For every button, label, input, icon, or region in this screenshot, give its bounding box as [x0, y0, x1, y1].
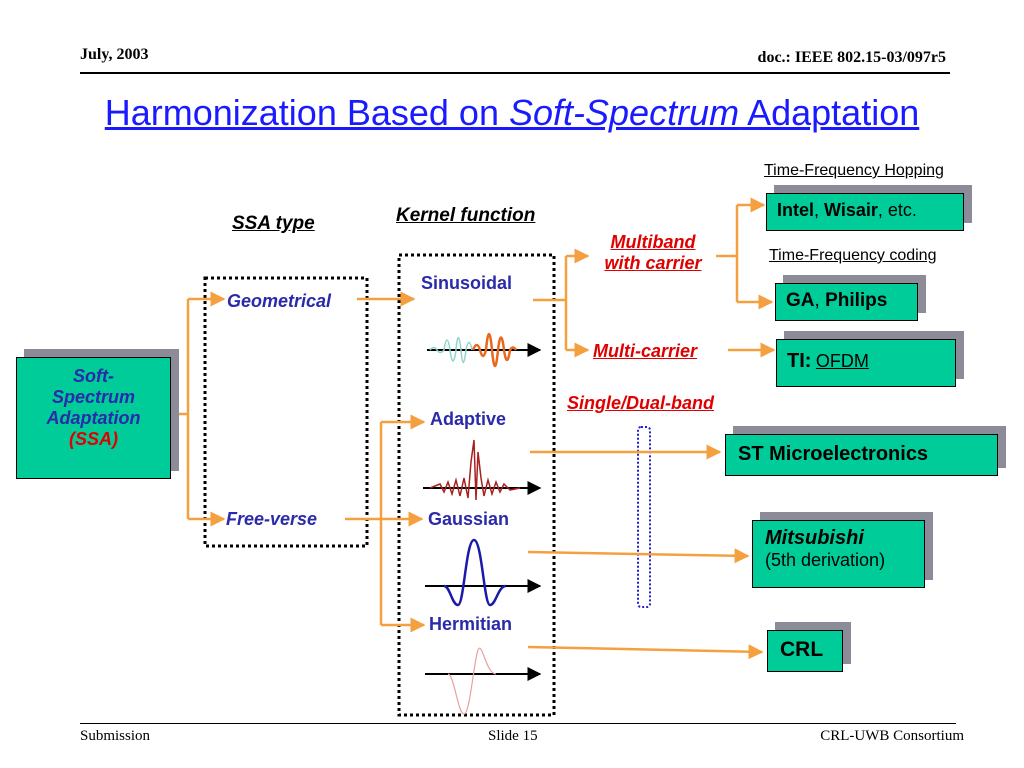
kernel-function-heading: Kernel function [396, 205, 536, 226]
gaussian-label: Gaussian [428, 509, 510, 529]
header-doc-id: doc.: IEEE 802.15-03/097r5 [757, 49, 946, 66]
single-dual-band-marker [637, 426, 651, 608]
philips-label: Philips [825, 290, 888, 311]
free-verse-label: Free-verse [226, 509, 318, 529]
footer-submission: Submission [80, 728, 151, 744]
gaussian-waveform-icon [425, 538, 542, 607]
multiband-label: Multiband with carrier [590, 232, 716, 274]
ssa-box: Soft- Spectrum Adaptation (SSA) [16, 357, 171, 479]
slide-title: Harmonization Based on Soft-Spectrum Ada… [0, 92, 1024, 134]
sinusoidal-label: Sinusoidal [421, 273, 513, 293]
multiband-line1: Multiband [610, 232, 696, 252]
tf-hopping-label: Time-Frequency Hopping [764, 162, 944, 179]
ti-ofdm-box: TI: OFDM [776, 339, 956, 387]
title-part3: Adaptation [739, 92, 920, 133]
multiband-line2: with carrier [604, 253, 702, 273]
footer-slide-number: Slide 15 [488, 728, 538, 744]
footer-consortium: CRL-UWB Consortium [820, 728, 964, 744]
ga-label: GA [786, 290, 815, 311]
wisair-label: Wisair [824, 200, 878, 220]
mitsubishi-sub-label: (5th derivation) [765, 550, 886, 570]
single-dual-band-label: Single/Dual-band [567, 393, 715, 413]
ssa-type-group-box [203, 276, 369, 548]
adaptive-waveform-icon [423, 439, 542, 501]
crl-box: CRL [767, 630, 843, 672]
hermitian-waveform-icon [425, 647, 542, 715]
ssa-box-line4: (SSA) [69, 429, 118, 449]
st-label: ST Microelectronics [738, 443, 929, 465]
ssa-box-line1: Soft- [73, 366, 114, 386]
hermitian-label: Hermitian [429, 614, 513, 634]
footer-divider [80, 723, 956, 724]
sinusoidal-waveform-icon [427, 332, 542, 368]
title-part2: Soft-Spectrum [508, 92, 740, 133]
intel-label: Intel [777, 200, 815, 220]
mitsubishi-label: Mitsubishi [765, 527, 864, 549]
intel-wisair-box: Intel, Wisair, etc. [766, 193, 964, 231]
header-divider [80, 72, 950, 74]
kernel-group-box [397, 253, 556, 717]
tf-coding-label: Time-Frequency coding [769, 247, 937, 264]
ga-philips-box: GA, Philips [775, 283, 918, 321]
etc-label: , etc. [877, 200, 917, 220]
crl-label: CRL [780, 638, 824, 661]
intel-separator: , [814, 200, 825, 220]
header-date: July, 2003 [80, 46, 149, 63]
ga-separator: , [814, 290, 826, 311]
geometrical-label: Geometrical [227, 291, 332, 311]
multi-carrier-label: Multi-carrier [593, 341, 698, 361]
ssa-type-heading: SSA type [232, 213, 315, 234]
adaptive-label: Adaptive [430, 409, 507, 429]
title-part1: Harmonization Based on [104, 92, 509, 133]
ofdm-label: OFDM [815, 351, 869, 371]
ssa-box-line2: Spectrum [51, 387, 136, 407]
ti-label: TI: [787, 350, 812, 372]
ssa-box-line3: Adaptation [46, 408, 141, 428]
mitsubishi-box: Mitsubishi (5th derivation) [752, 520, 925, 588]
st-microelectronics-box: ST Microelectronics [725, 434, 998, 476]
